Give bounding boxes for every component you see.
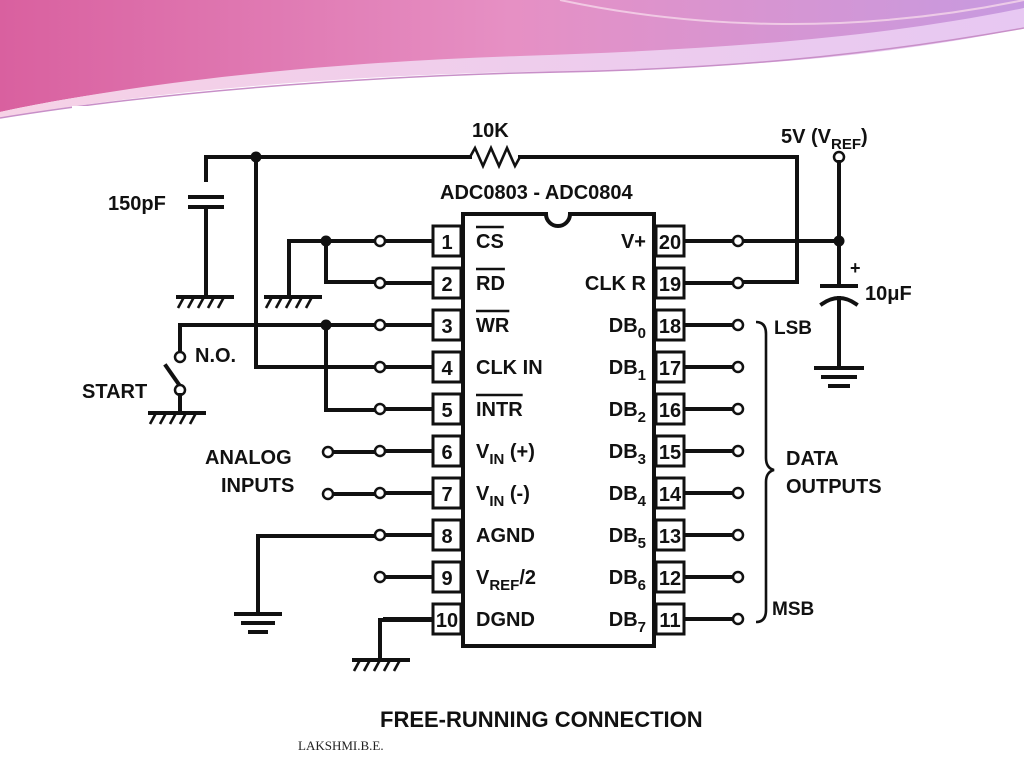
- pin-9: 9 VREF/2: [373, 560, 536, 594]
- pin-name: CS: [476, 231, 504, 253]
- vref-label: 5V (VREF): [781, 126, 868, 153]
- analog-input-wires: [321, 445, 382, 501]
- pin-17: 17 DB1: [609, 350, 745, 384]
- pin-name: DB7: [609, 609, 646, 636]
- pin-number: 5: [441, 400, 452, 422]
- pin-1: 1 CS: [373, 224, 504, 258]
- analog-label-1: ANALOG: [205, 447, 292, 469]
- pin-5: 5 INTR: [373, 392, 523, 426]
- pin-13: 13 DB5: [609, 518, 745, 552]
- pin-name: VIN (-): [476, 483, 530, 510]
- pin-number: 9: [441, 568, 452, 590]
- left-pins: 1 CS 2 RD 3 WR 4 CLK IN 5 INTR 6 VIN (+) 7 VIN (-) 8 AG…: [373, 224, 543, 636]
- pin-2: 2 RD: [373, 266, 505, 300]
- pin-number: 20: [659, 232, 681, 254]
- resistor-10k: [204, 144, 799, 284]
- agnd-ground: [234, 534, 382, 634]
- pin-name: V+: [621, 231, 646, 253]
- pin-number: 11: [659, 610, 680, 632]
- pin-6: 6 VIN (+): [373, 434, 535, 468]
- pin-15: 15 DB3: [609, 434, 745, 468]
- diagram-caption: FREE-RUNNING CONNECTION: [380, 707, 703, 732]
- pin-3: 3 WR: [373, 308, 510, 342]
- pin-name: DB3: [609, 441, 646, 468]
- pin-number: 18: [659, 316, 681, 338]
- start-switch: [148, 319, 382, 425]
- vref-supply: [736, 150, 864, 388]
- cap-150pf-label: 150pF: [108, 193, 166, 215]
- pin-18: 18 DB0: [609, 308, 745, 342]
- pin-name: VIN (+): [476, 441, 535, 468]
- pin-name: RD: [476, 273, 505, 295]
- pin-name: VREF/2: [476, 567, 536, 594]
- pin-name: DGND: [476, 609, 535, 631]
- pin-number: 10: [436, 610, 458, 632]
- pin-number: 6: [441, 442, 452, 464]
- cs-rd-ground: [264, 235, 382, 309]
- pin-name: AGND: [476, 525, 535, 547]
- pin-name: CLK R: [585, 273, 647, 295]
- pin-number: 12: [659, 568, 681, 590]
- no-label: N.O.: [195, 345, 236, 367]
- pin-number: 3: [441, 316, 452, 338]
- lsb-label: LSB: [774, 318, 812, 339]
- pin-20: 20 V+: [621, 224, 745, 258]
- pin-number: 7: [441, 484, 452, 506]
- data-output-brace: [755, 320, 775, 624]
- pin-name: DB6: [609, 567, 646, 594]
- analog-label-2: INPUTS: [221, 475, 294, 497]
- pin-name: INTR: [476, 399, 523, 421]
- pin-12: 12 DB6: [609, 560, 745, 594]
- pin-number: 14: [659, 484, 682, 506]
- pin-number: 17: [659, 358, 681, 380]
- pin-name: WR: [476, 315, 510, 337]
- msb-label: MSB: [772, 599, 814, 620]
- adc-chip: [461, 212, 656, 648]
- pin-name: DB4: [609, 483, 647, 510]
- pin-name: DB5: [609, 525, 646, 552]
- pin-11: 11 DB7: [609, 602, 745, 636]
- pin-number: 8: [441, 526, 452, 548]
- pin-19: 19 CLK R: [585, 266, 745, 300]
- pin-number: 13: [659, 526, 681, 548]
- data-label-2: OUTPUTS: [786, 476, 882, 498]
- pin-number: 1: [441, 232, 452, 254]
- pin-number: 2: [441, 274, 452, 296]
- pin-16: 16 DB2: [609, 392, 745, 426]
- pin-14: 14 DB4: [609, 476, 745, 510]
- pin-name: DB1: [609, 357, 646, 384]
- resistor-label: 10K: [472, 120, 509, 142]
- pin-name: DB2: [609, 399, 646, 426]
- pin-8: 8 AGND: [373, 518, 535, 552]
- pin-number: 4: [441, 358, 453, 380]
- pin-number: 19: [659, 274, 681, 296]
- pin-number: 15: [659, 442, 681, 464]
- cap-10u-label: 10μF: [865, 283, 912, 305]
- cap-10u-plus: +: [850, 258, 861, 278]
- pin-10: 10 DGND: [383, 602, 535, 636]
- footer-author: LAKSHMI.B.E.: [298, 738, 384, 753]
- capacitor-150pf: [176, 195, 234, 309]
- data-label-1: DATA: [786, 448, 839, 470]
- pin-number: 16: [659, 400, 681, 422]
- pin-name: CLK IN: [476, 357, 543, 379]
- pin-7: 7 VIN (-): [373, 476, 530, 510]
- start-label: START: [82, 381, 147, 403]
- pin-4: 4 CLK IN: [373, 350, 543, 384]
- chip-title: ADC0803 - ADC0804: [440, 182, 634, 204]
- pin-name: DB0: [609, 315, 646, 342]
